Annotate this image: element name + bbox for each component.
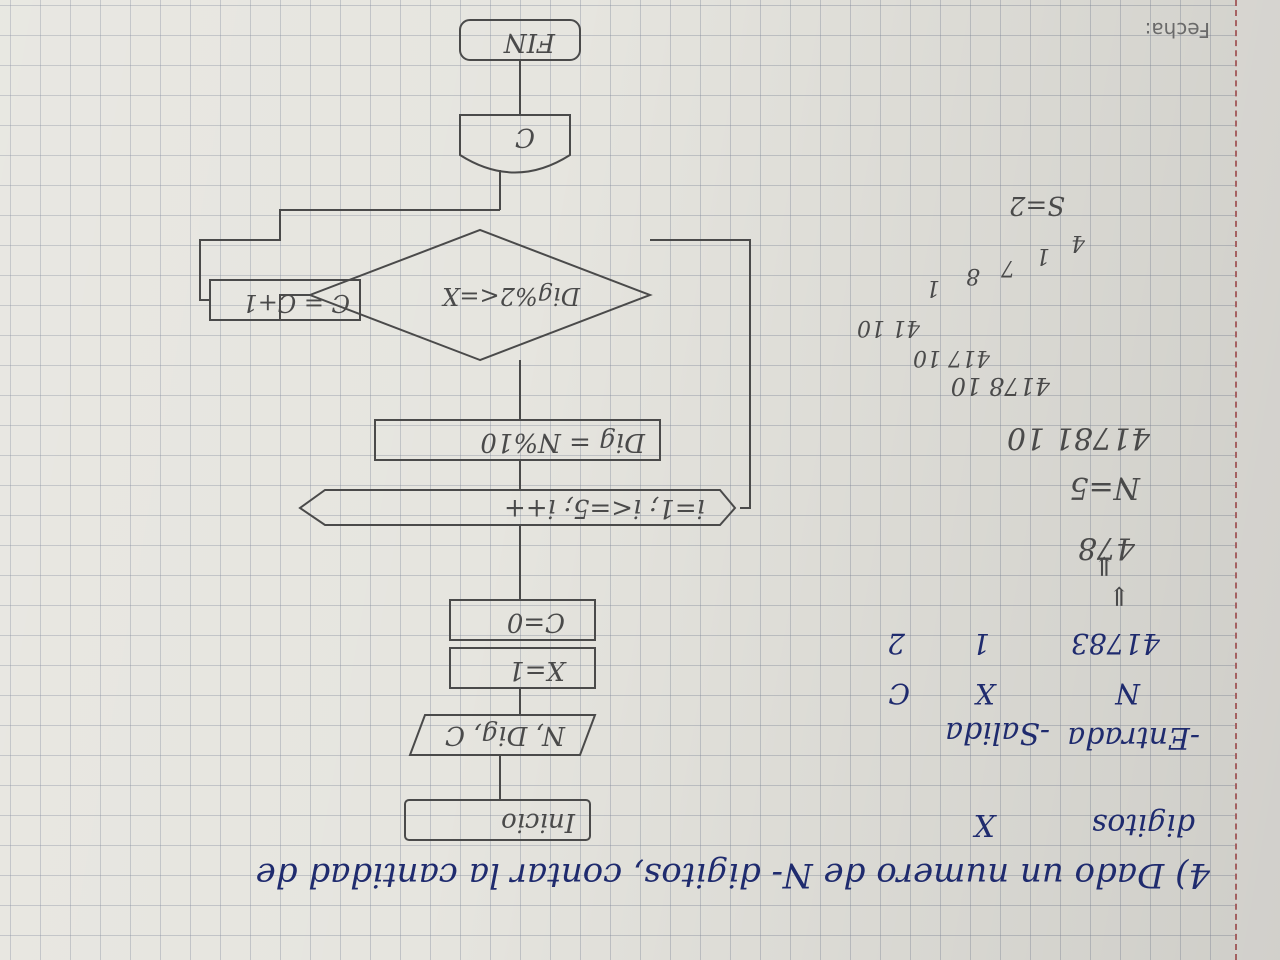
dig-assign-shape bbox=[374, 419, 661, 461]
paper-margin bbox=[1235, 0, 1280, 960]
connector-merge bbox=[199, 209, 500, 301]
start-label: Inicio bbox=[501, 807, 575, 837]
increment-label: C = C+1 bbox=[242, 289, 350, 317]
input-label: N, Dig, C bbox=[445, 720, 565, 750]
loop-label: i=1; i<=5; i++ bbox=[503, 493, 705, 523]
loop-back bbox=[650, 239, 751, 509]
x-assign-label: X=1 bbox=[508, 655, 565, 685]
x-assign-shape bbox=[449, 647, 596, 689]
start-shape bbox=[404, 799, 591, 841]
c-assign-shape bbox=[449, 599, 596, 641]
end-label: FIN bbox=[503, 27, 555, 57]
dig-label: Dig = N%10 bbox=[480, 427, 645, 457]
decision-label: Dig%2<=X bbox=[442, 282, 580, 310]
loop-shape bbox=[298, 489, 737, 526]
decision-shape bbox=[307, 228, 653, 362]
output-shape bbox=[459, 114, 571, 174]
output-label: C bbox=[515, 122, 535, 152]
input-shape bbox=[408, 714, 597, 756]
connector-yes bbox=[279, 294, 310, 320]
c-assign-label: C=0 bbox=[506, 607, 565, 637]
